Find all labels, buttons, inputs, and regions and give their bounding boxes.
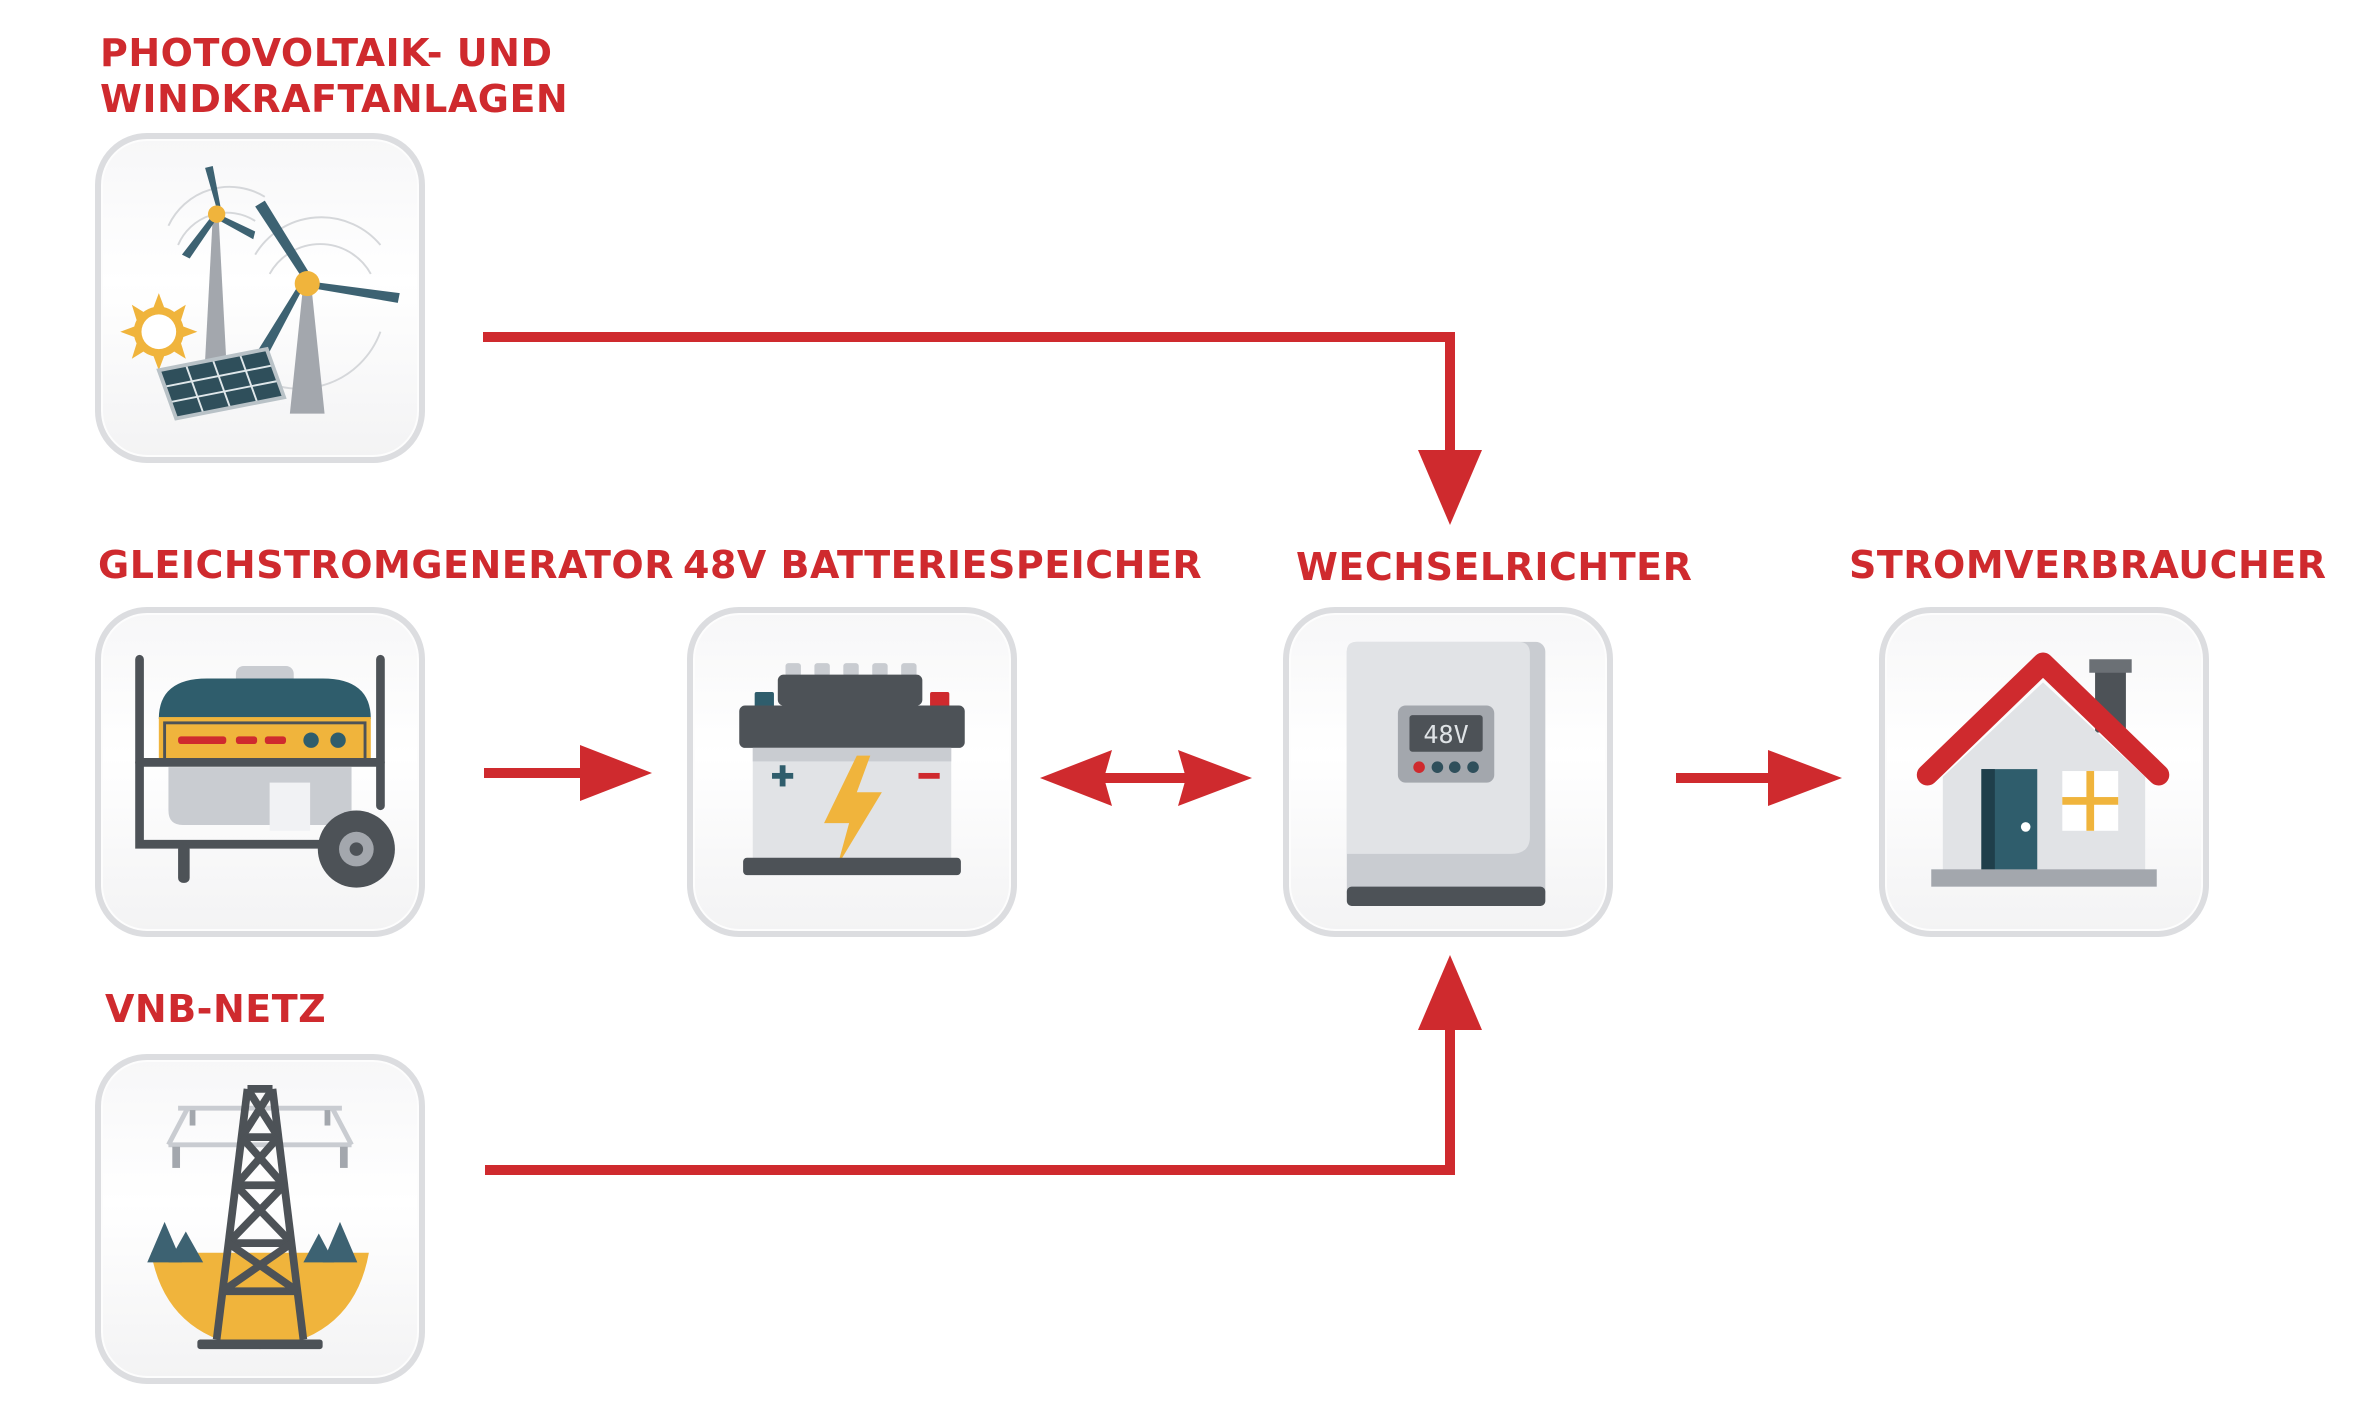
inverter-node-tile: 48V (1283, 607, 1613, 937)
power-pylon-icon (147, 1085, 369, 1350)
battery-node-tile (687, 607, 1017, 937)
consumer-node-tile (1879, 607, 2209, 937)
grid-title: VNB-NETZ (105, 987, 327, 1031)
battery-title: 48V BATTERIESPEICHER (683, 543, 1203, 587)
inverter-display-text: 48V (1423, 720, 1468, 749)
grid-to-inverter-line (485, 1010, 1455, 1175)
battery-inverter-arrowhead-left (1040, 750, 1112, 806)
house-icon (1916, 652, 2170, 887)
generator-node-tile (95, 607, 425, 937)
generator-to-battery-arrowhead (580, 745, 652, 801)
pv-title-line1: PHOTOVOLTAIK- UND (100, 31, 553, 75)
inverter-to-consumer-arrowhead (1768, 750, 1842, 806)
pv-title: PHOTOVOLTAIK- UND WINDKRAFTANLAGEN (100, 30, 568, 122)
pv-node-tile (95, 133, 425, 463)
pv-title-line2: WINDKRAFTANLAGEN (100, 77, 569, 121)
generator-title: GLEICHSTROMGENERATOR (98, 543, 674, 587)
generator-icon (135, 654, 395, 888)
solar-wind-icon (120, 165, 400, 421)
consumer-title: STROMVERBRAUCHER (1849, 543, 2327, 587)
battery-icon (739, 663, 965, 876)
inverter-icon: 48V (1346, 641, 1546, 906)
pv-to-inverter-line (483, 332, 1455, 460)
grid-node-tile (95, 1054, 425, 1384)
inverter-title: WECHSELRICHTER (1296, 545, 1693, 589)
grid-to-inverter-arrowhead (1418, 955, 1482, 1030)
battery-inverter-arrowhead-right (1178, 750, 1252, 806)
pv-to-inverter-arrowhead (1418, 450, 1482, 525)
